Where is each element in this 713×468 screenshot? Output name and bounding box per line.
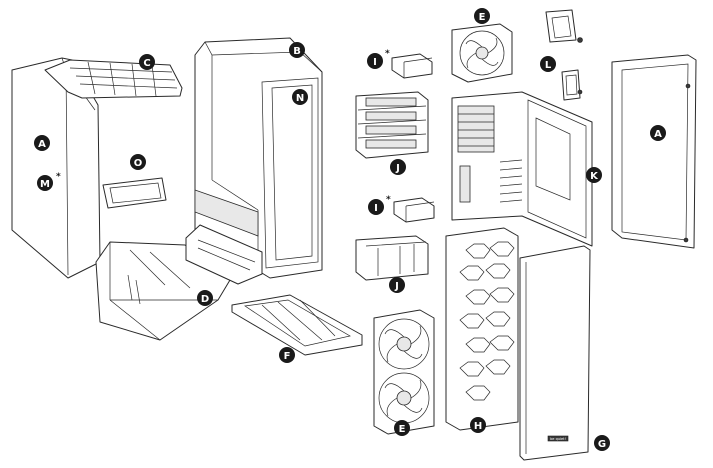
drive-rail-lower — [394, 198, 434, 222]
label-K: K — [590, 171, 599, 182]
marker-F: F — [279, 347, 295, 363]
asterisk-I-upper: * — [385, 49, 390, 59]
brand-mark: be quiet! — [550, 437, 566, 441]
ssd-bracket — [546, 10, 583, 100]
label-H: H — [474, 421, 482, 432]
marker-K: K — [586, 167, 602, 183]
marker-H: H — [470, 417, 486, 433]
marker-E-top: E — [474, 8, 490, 24]
front-dust-filter — [446, 228, 518, 430]
label-B: B — [293, 46, 301, 57]
bottom-dust-filter — [232, 295, 362, 355]
marker-E-bottom: E — [394, 420, 410, 436]
label-L: L — [545, 60, 552, 71]
marker-C: C — [139, 54, 155, 70]
marker-I-lower: I * — [368, 195, 391, 215]
marker-D: D — [197, 290, 213, 306]
marker-B: B — [289, 42, 305, 58]
marker-I-upper: I * — [367, 49, 390, 69]
label-A-right: A — [654, 129, 662, 140]
motherboard-tray — [452, 92, 592, 246]
marker-J-upper: J — [390, 159, 406, 175]
small-bracket — [103, 178, 166, 208]
label-M: M — [40, 179, 50, 190]
label-G: G — [598, 439, 606, 450]
label-J-lower: J — [394, 281, 399, 292]
marker-J-lower: J — [389, 277, 405, 293]
label-I-lower: I — [374, 203, 378, 214]
asterisk-I-lower: * — [386, 195, 391, 205]
marker-G: G — [594, 435, 610, 451]
label-J-upper: J — [395, 163, 400, 174]
fan-front-pair — [374, 310, 434, 434]
drive-rail-upper — [392, 54, 432, 78]
label-N: N — [296, 93, 304, 104]
label-E-top: E — [479, 12, 486, 23]
label-C: C — [143, 58, 150, 69]
marker-A-right: A — [650, 125, 666, 141]
front-panel: be quiet! — [520, 246, 590, 460]
label-I-upper: I — [373, 57, 377, 68]
main-chassis — [186, 38, 322, 284]
marker-L: L — [540, 56, 556, 72]
label-E-bottom: E — [399, 424, 406, 435]
label-D: D — [201, 294, 209, 305]
label-O: O — [134, 158, 143, 169]
side-panel-right — [612, 55, 696, 248]
label-A-left: A — [38, 139, 46, 150]
label-F: F — [284, 351, 291, 362]
marker-O: O — [130, 154, 146, 170]
drive-cage-lower — [356, 236, 428, 280]
marker-A-left: A — [34, 135, 50, 151]
marker-N: N — [292, 89, 308, 105]
asterisk-M: * — [56, 172, 61, 182]
fan-top — [452, 24, 512, 82]
drive-cage-upper — [356, 92, 428, 158]
